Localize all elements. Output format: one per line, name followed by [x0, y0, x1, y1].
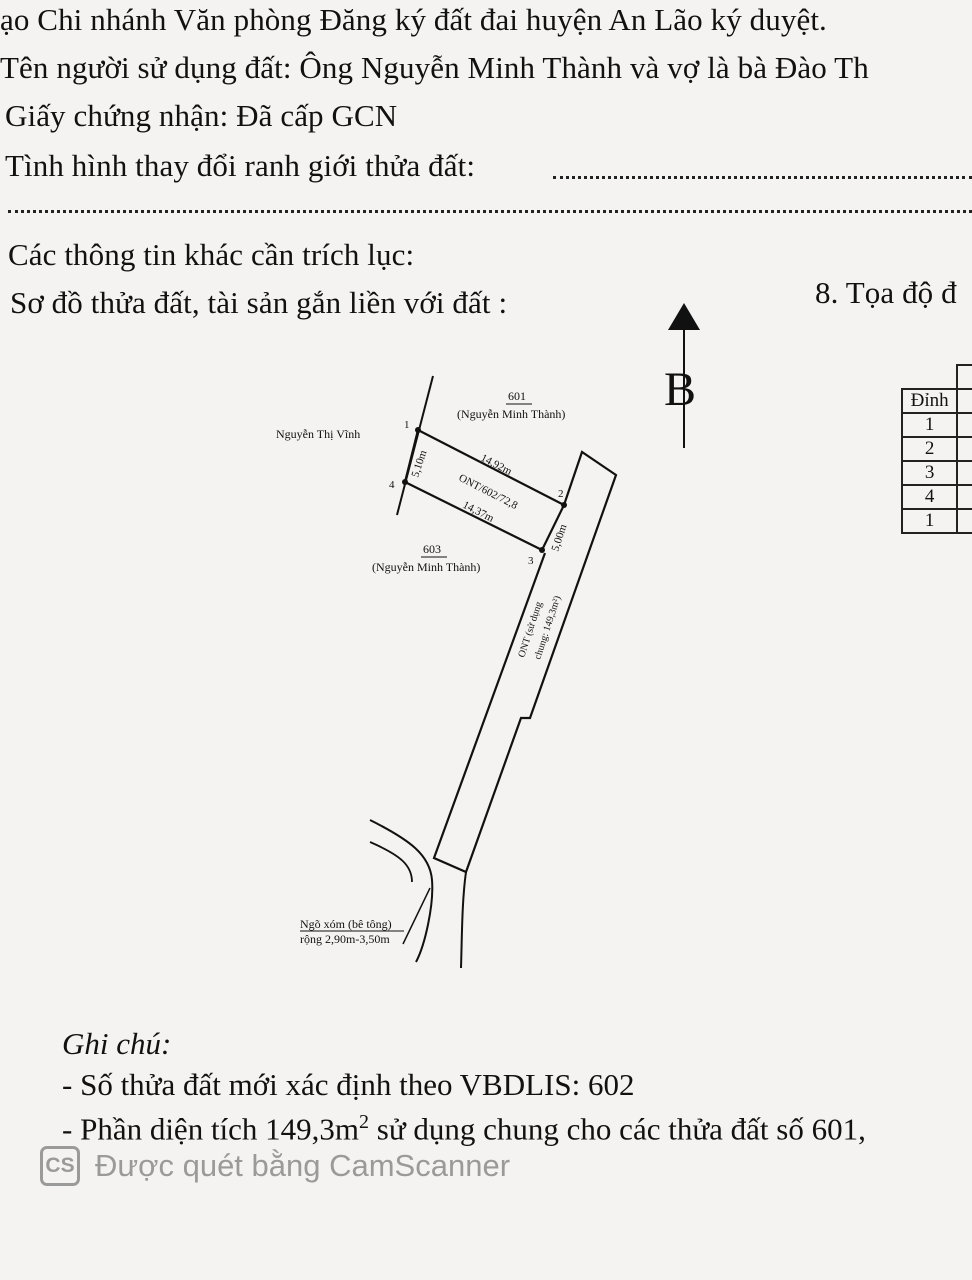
road-label-line-1: Ngõ xóm (bê tông): [300, 917, 392, 931]
header-line-owner: Tên người sử dụng đất: Ông Nguyễn Minh T…: [0, 50, 869, 85]
notes-title: Ghi chú:: [62, 1026, 172, 1061]
road-label-leader: [402, 887, 431, 945]
coordinate-table: Đỉnh 1 2 3 4 1: [900, 364, 972, 534]
edge-top-length: 14,92m: [479, 452, 515, 478]
parcel-601-number: 601: [508, 389, 526, 403]
camscanner-icon: CS: [40, 1146, 80, 1186]
vertex-label-4: 4: [389, 479, 395, 491]
table-row: Đỉnh: [900, 388, 972, 414]
parcel-603-owner: (Nguyễn Minh Thành): [372, 560, 480, 574]
shared-strip-outline: [432, 450, 618, 874]
vertex-label-3: 3: [528, 555, 534, 567]
table-header-vertex: Đỉnh: [900, 388, 959, 414]
vertex-label-1: 1: [404, 419, 410, 431]
vertex-label-2: 2: [558, 488, 564, 500]
edge-bottom-length: 14,37m: [461, 499, 497, 525]
table-row: 1: [900, 508, 972, 534]
table-row: 3: [900, 460, 972, 486]
header-line-diagram-title: Sơ đồ thửa đất, tài sản gắn liền với đất…: [10, 285, 508, 320]
note-line-2-suffix: sử dụng chung cho các thửa đất số 601,: [369, 1111, 866, 1147]
neighbor-west-name: Nguyễn Thị Vĩnh: [276, 427, 360, 441]
table-row: 2: [900, 436, 972, 462]
watermark-text: Được quét bằng CamScanner: [95, 1148, 511, 1183]
header-line-other-info: Các thông tin khác cần trích lục:: [8, 237, 415, 272]
header-line-coordinates: 8. Tọa độ đ: [815, 275, 957, 310]
parcel-603-number: 603: [423, 542, 441, 556]
table-row: 4: [900, 484, 972, 510]
road-curve-left: [369, 819, 434, 963]
road-curve-right: [460, 871, 467, 969]
parcel-diagram: B 601 (Nguyễn Minh Thành) Nguyễn Thị Vĩn…: [276, 303, 700, 969]
header-line-approval: ạo Chi nhánh Văn phòng Đăng ký đất đai h…: [0, 2, 827, 37]
note-line-2-prefix: - Phần diện tích 149,3m: [62, 1111, 360, 1147]
header-line-boundary-change: Tình hình thay đổi ranh giới thửa đất:: [5, 148, 476, 183]
north-label: B: [664, 363, 696, 416]
road-curve-inner: [369, 841, 413, 883]
note-line-2: - Phần diện tích 149,3m2 sử dụng chung c…: [62, 1111, 866, 1147]
table-row: 1: [900, 412, 972, 438]
parcel-601-owner: (Nguyễn Minh Thành): [457, 407, 565, 421]
dotted-fill-2: [8, 210, 972, 213]
road-label-line-2: rộng 2,90m-3,50m: [300, 932, 390, 946]
note-line-1: - Số thửa đất mới xác định theo VBDLIS: …: [62, 1067, 635, 1102]
header-line-certificate: Giấy chứng nhận: Đã cấp GCN: [5, 98, 398, 133]
scanner-watermark: CS Được quét bằng CamScanner: [40, 1146, 510, 1186]
note-line-2-sup: 2: [359, 1111, 370, 1133]
dotted-fill-1: [553, 176, 972, 179]
vertex-markers: [402, 427, 567, 553]
north-arrow: [668, 303, 700, 448]
